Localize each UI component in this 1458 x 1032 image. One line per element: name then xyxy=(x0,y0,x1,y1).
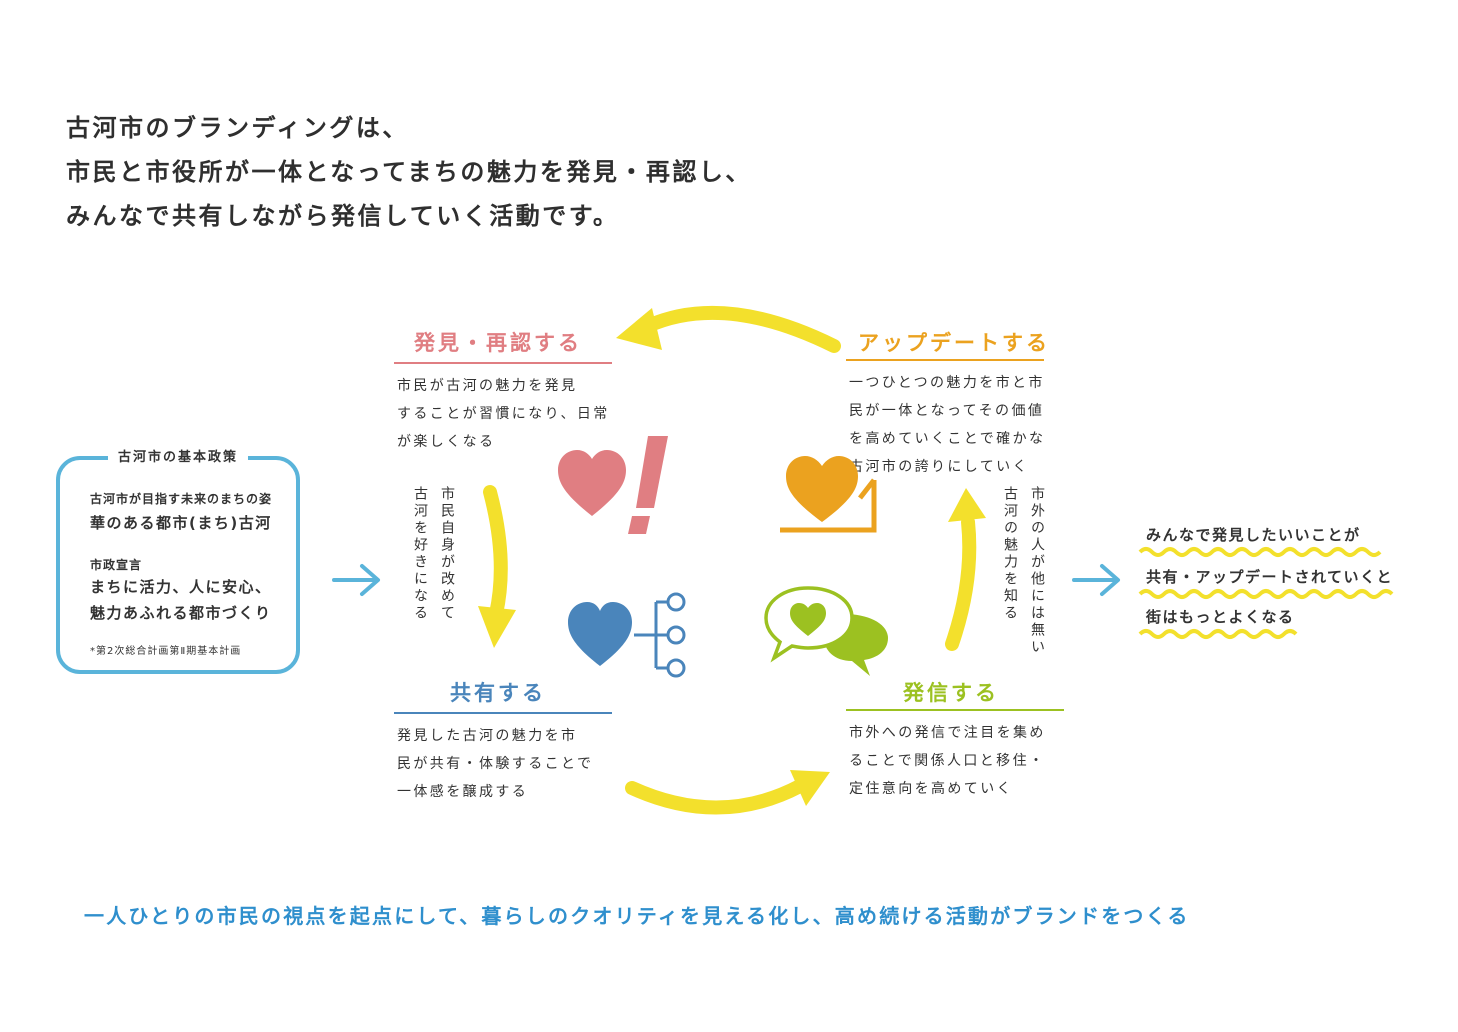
wavy-underline xyxy=(1138,589,1394,599)
desc-line: を高めていくことで確かな xyxy=(849,431,1046,447)
desc-line: 一つひとつの魅力を市と市 xyxy=(849,375,1045,391)
declaration-line-1: まちに活力、人に安心、 xyxy=(90,578,272,596)
result-text: 街はもっとよくなる xyxy=(1146,608,1295,626)
result-line-3: 街はもっとよくなる xyxy=(1138,606,1298,639)
headline: 古河市のブランディングは、 市民と市役所が一体となってまちの魅力を発見・再認し、… xyxy=(66,106,752,238)
basic-policy-box: 古河市の基本政策 古河市が目指す未来のまちの姿 華のある都市(まち)古河 市政宣… xyxy=(56,446,300,674)
bottom-tagline: 一人ひとりの市民の視点を起点にして、暮らしのクオリティを見える化し、高め続ける活… xyxy=(84,904,1190,928)
result-line-1: みんなで発見したいいことが xyxy=(1138,524,1382,557)
step-underline xyxy=(394,712,612,714)
policy-title: 古河市の基本政策 xyxy=(107,446,249,465)
vertical-caption-right: 市外の人が他には無い古河の魅力を知る xyxy=(1002,486,1045,656)
desc-line: 民が共有・体験することで xyxy=(397,756,594,772)
desc-line: 定住意向を高めていく xyxy=(849,781,1013,797)
heart-upgrade-icon xyxy=(780,456,877,533)
wavy-underline xyxy=(1138,629,1298,639)
step-title-discover: 発見・再認する xyxy=(414,331,582,355)
step-desc-send: 市外への発信で注目を集め ることで関係人口と移住・ 定住意向を高めていく xyxy=(849,719,1046,803)
result-line-2: 共有・アップデートされていくと xyxy=(1138,566,1394,599)
declaration-label: 市政宣言 xyxy=(90,558,143,572)
desc-line: 一体感を醸成する xyxy=(397,784,529,800)
heart-speech-bubbles-icon xyxy=(764,586,888,676)
declaration-line-2: 魅力あふれる都市づくり xyxy=(90,604,272,622)
step-desc-discover: 市民が古河の魅力を発見 することが習慣になり、日常 が楽しくなる xyxy=(397,372,610,456)
desc-line: 市民が古河の魅力を発見 xyxy=(397,378,578,394)
desc-line: が楽しくなる xyxy=(397,434,496,450)
cycle-arrow-top xyxy=(641,305,841,353)
step-title-share: 共有する xyxy=(450,681,546,705)
arrow-right-icon xyxy=(1072,564,1120,596)
desc-line: ることで関係人口と移住・ xyxy=(849,753,1046,769)
desc-line: 市外への発信で注目を集め xyxy=(849,725,1046,741)
desc-line: することが習慣になり、日常 xyxy=(397,406,610,422)
policy-note: *第2次総合計画第Ⅱ期基本計画 xyxy=(90,646,242,657)
arrow-right-icon xyxy=(332,564,380,596)
headline-line-1: 古河市のブランディングは、 xyxy=(66,114,409,142)
step-desc-update: 一つひとつの魅力を市と市 民が一体となってその価値 を高めていくことで確かな 古… xyxy=(849,369,1045,481)
vision-label: 古河市が目指す未来のまちの姿 xyxy=(90,492,273,506)
result-text: 共有・アップデートされていくと xyxy=(1146,568,1394,586)
heart-exclamation-icon xyxy=(558,436,668,534)
desc-line: 古河市の誇りにしていく xyxy=(849,459,1029,475)
step-title-update: アップデートする xyxy=(858,331,1050,355)
headline-line-2: 市民と市役所が一体となってまちの魅力を発見・再認し、 xyxy=(66,158,752,186)
heart-network-icon xyxy=(568,592,686,678)
result-text: みんなで発見したいいことが xyxy=(1146,526,1361,544)
desc-line: 発見した古河の魅力を市 xyxy=(397,728,578,744)
cycle-arrow-bottom xyxy=(625,779,807,815)
desc-line: 民が一体となってその価値 xyxy=(849,403,1045,419)
cycle-arrow-right xyxy=(945,515,977,651)
wavy-underline xyxy=(1138,547,1382,557)
vertical-caption-left: 市民自身が改めて古河を好きになる xyxy=(412,486,455,622)
step-title-send: 発信する xyxy=(903,681,999,705)
cycle-arrow-left xyxy=(483,485,508,621)
step-desc-share: 発見した古河の魅力を市 民が共有・体験することで 一体感を醸成する xyxy=(397,722,593,806)
step-underline xyxy=(846,359,1044,361)
headline-line-3: みんなで共有しながら発信していく活動です。 xyxy=(66,202,620,230)
step-underline xyxy=(394,362,612,364)
step-underline xyxy=(846,709,1064,711)
vision-text: 華のある都市(まち)古河 xyxy=(90,514,272,532)
